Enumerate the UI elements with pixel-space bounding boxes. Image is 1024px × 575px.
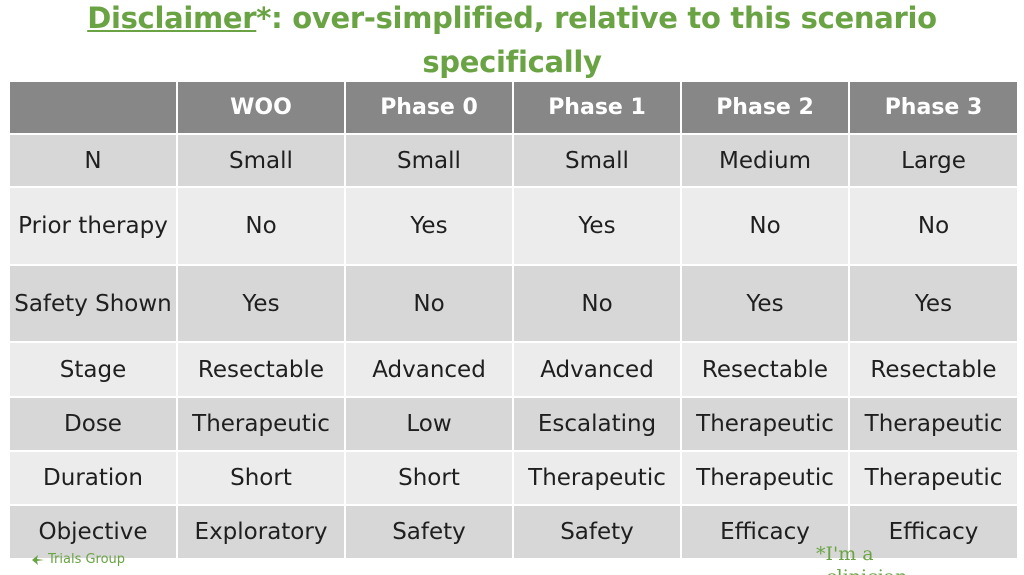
row-label: Dose [8,396,178,452]
table-row: Prior therapy No Yes Yes No No [8,186,1019,266]
table-cell: Small [344,133,514,188]
table-cell: Yes [680,264,850,343]
table-cell: Short [176,450,346,506]
table-cell: Escalating [512,396,682,452]
row-label: Objective [8,504,178,560]
table-row: Dose Therapeutic Low Escalating Therapeu… [8,396,1019,452]
row-label: Stage [8,341,178,398]
table-cell: Advanced [512,341,682,398]
logo-text: Trials Group [48,552,126,567]
trials-group-logo: Trials Group [32,552,125,567]
table-cell: Short [344,450,514,506]
table-cell: Medium [680,133,850,188]
table-cell: Resectable [680,341,850,398]
header-cell-phase-3: Phase 3 [848,80,1019,135]
table-cell: Yes [176,264,346,343]
table-cell: Therapeutic [680,450,850,506]
table-header-row: WOO Phase 0 Phase 1 Phase 2 Phase 3 [8,80,1019,135]
table-cell: No [848,186,1019,266]
table-cell: Efficacy [848,504,1019,560]
table-row: Duration Short Short Therapeutic Therape… [8,450,1019,506]
row-label: Prior therapy [8,186,178,266]
table-cell: Therapeutic [512,450,682,506]
table-cell: Small [512,133,682,188]
table-cell: Resectable [848,341,1019,398]
table-cell: Therapeutic [176,396,346,452]
table-cell: No [176,186,346,266]
table-row: Objective Exploratory Safety Safety Effi… [8,504,1019,560]
table-cell: No [344,264,514,343]
table-cell: Resectable [176,341,346,398]
row-label: Duration [8,450,178,506]
table-row: Stage Resectable Advanced Advanced Resec… [8,341,1019,398]
table-cell: Safety [512,504,682,560]
table-cell: Exploratory [176,504,346,560]
table-cell: Therapeutic [680,396,850,452]
header-cell-phase-1: Phase 1 [512,80,682,135]
trial-phase-table: WOO Phase 0 Phase 1 Phase 2 Phase 3 N Sm… [8,80,1019,560]
table-row: Safety Shown Yes No No Yes Yes [8,264,1019,343]
table-cell: Safety [344,504,514,560]
footnote-line1: *I'm a [816,543,874,565]
table-cell: Yes [344,186,514,266]
header-cell-phase-2: Phase 2 [680,80,850,135]
table-cell: Small [176,133,346,188]
leaf-icon [32,554,44,565]
row-label: N [8,133,178,188]
header-cell-phase-0: Phase 0 [344,80,514,135]
table-row: N Small Small Small Medium Large [8,133,1019,188]
table-cell: Therapeutic [848,396,1019,452]
table-cell: Advanced [344,341,514,398]
header-cell-woo: WOO [176,80,346,135]
table-cell: Low [344,396,514,452]
table-cell: No [512,264,682,343]
title-line1-rest: *: over-simplified, relative to this sce… [256,1,937,35]
table-cell: Large [848,133,1019,188]
table-cell: Yes [848,264,1019,343]
table-cell: Efficacy [680,504,850,560]
header-cell-empty [8,80,178,135]
table-cell: Therapeutic [848,450,1019,506]
slide-title: Disclaimer*: over-simplified, relative t… [0,0,1024,84]
footnote-line2: clinician [826,566,907,575]
title-disclaimer-word: Disclaimer [87,1,257,35]
row-label: Safety Shown [8,264,178,343]
table-cell: Yes [512,186,682,266]
table-cell: No [680,186,850,266]
title-line2: specifically [422,45,602,79]
